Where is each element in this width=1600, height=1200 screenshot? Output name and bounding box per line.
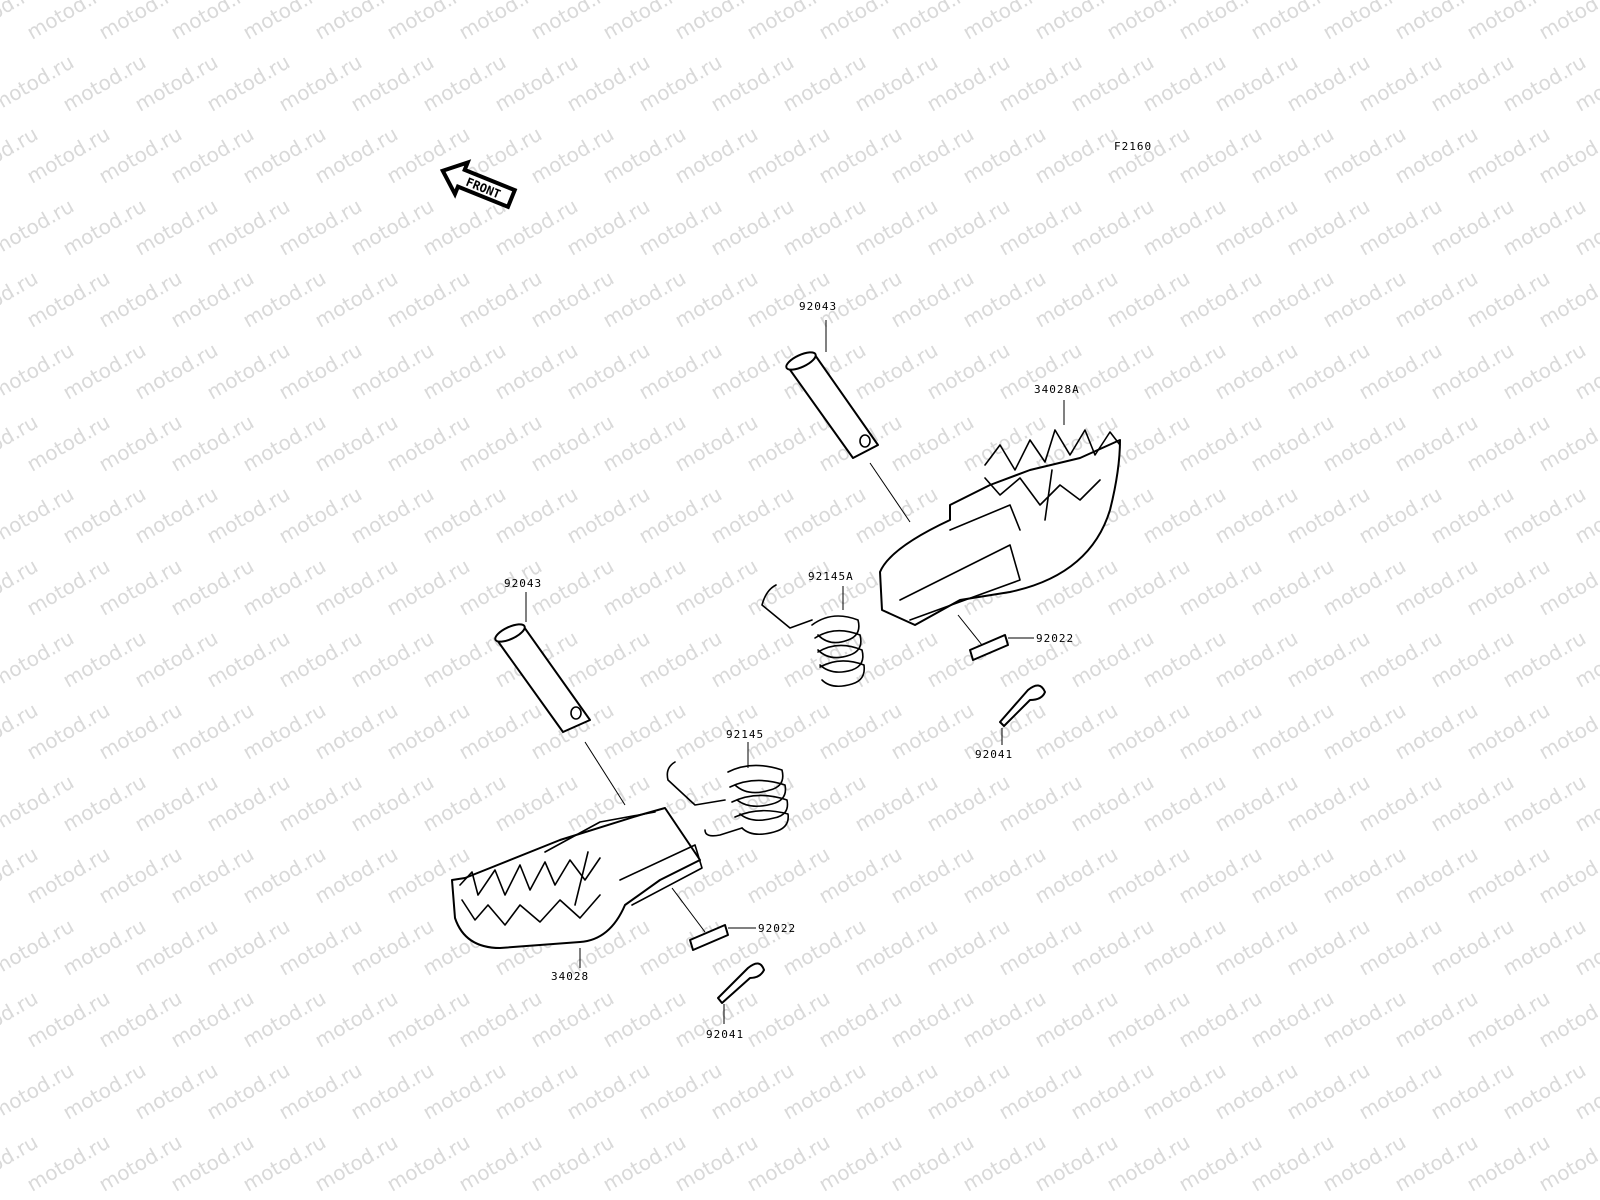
label-spring-left: 92145 [726, 728, 764, 741]
label-cotter-left: 92041 [706, 1028, 744, 1041]
footpeg-left [451, 807, 703, 968]
label-pin-right: 92043 [799, 300, 837, 313]
label-pin-left: 92043 [504, 577, 542, 590]
spring-right [761, 584, 866, 688]
washer-left [671, 887, 756, 951]
pin-right [785, 320, 911, 523]
footpeg-right [879, 400, 1121, 626]
washer-right [957, 614, 1034, 661]
label-washer-left: 92022 [758, 922, 796, 935]
spring-left [666, 742, 790, 837]
diagram-code: F2160 [1114, 140, 1152, 153]
pin-left [494, 592, 626, 806]
cotter-left [717, 962, 765, 1024]
label-peg-right: 34028A [1034, 383, 1080, 396]
label-spring-right: 92145A [808, 570, 854, 583]
label-peg-left: 34028 [551, 970, 589, 983]
cotter-right [999, 684, 1046, 745]
watermark-text: motod.ru [1535, 0, 1600, 44]
label-washer-right: 92022 [1036, 632, 1074, 645]
label-cotter-right: 92041 [975, 748, 1013, 761]
